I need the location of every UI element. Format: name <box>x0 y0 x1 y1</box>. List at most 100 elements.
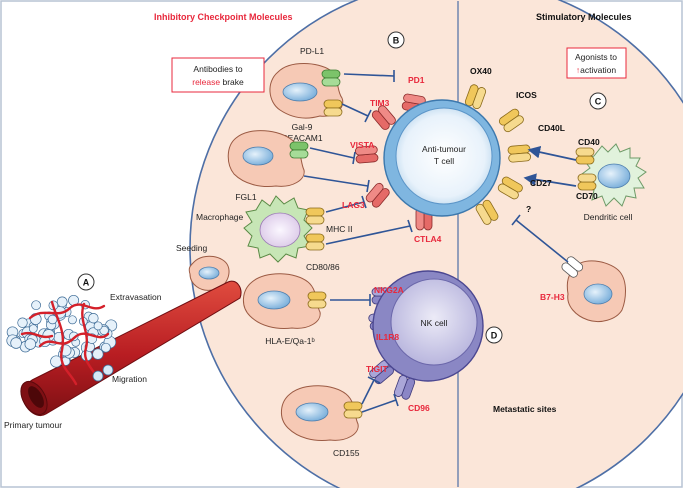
tumour-cell-b7h3 <box>561 256 626 323</box>
tumour-cell-dot <box>10 337 22 349</box>
tumour-cell-cd155 <box>281 385 363 441</box>
tumour-cell-fgl1 <box>227 130 309 187</box>
blood-vessel <box>20 280 242 416</box>
primary-tumour-label: Primary tumour <box>4 420 62 430</box>
tumour-cell-dot <box>47 314 58 325</box>
tumour-cell-dot <box>93 321 103 331</box>
pdl1-label: PD-L1 <box>300 46 324 56</box>
tumour-cell-pdl1 <box>269 63 344 119</box>
macrophage-cell <box>243 195 325 263</box>
anti-tumour-t-cell: Anti-tumour T cell <box>383 99 501 217</box>
panel-b-badge: B <box>387 31 405 49</box>
cd27-receptor <box>497 176 523 200</box>
gal9-label: Gal-9 <box>292 122 313 132</box>
panel-a-badge: A <box>77 273 95 291</box>
ceacam1-label: CEACAM1 <box>281 133 322 143</box>
tumour-blood-vessel <box>28 303 106 320</box>
dendritic-label: Dendritic cell <box>584 212 633 222</box>
tumour-cell-dot <box>56 296 68 308</box>
macrophage-label: Macrophage <box>196 212 244 222</box>
tumour-cell-hlae <box>243 273 327 329</box>
ox40-label: OX40 <box>470 66 492 76</box>
svg-text:release brake: release brake <box>192 77 244 87</box>
cd27-label: CD27 <box>530 178 552 188</box>
nucleus-icon <box>597 163 631 189</box>
inhibitory-header: Inhibitory Checkpoint Molecules <box>154 12 293 22</box>
tumour-cell-dot <box>88 313 99 324</box>
nucleus-icon <box>198 266 220 280</box>
microenvironment-circle <box>189 0 683 493</box>
vista-receptor <box>354 145 379 164</box>
cd40l-label: CD40L <box>538 123 565 133</box>
tumour-blood-vessel <box>50 300 78 386</box>
tumour-cell-dot <box>92 348 104 360</box>
unknown-receptor-label: ? <box>526 204 531 214</box>
tim3-label: TIM3 <box>370 98 390 108</box>
activation-arrows <box>523 145 577 187</box>
lag3-receptor <box>365 182 390 208</box>
b7h3-label: B7-H3 <box>540 292 565 302</box>
svg-text:B: B <box>393 36 400 46</box>
tumour-blood-vessel <box>81 302 98 378</box>
tumour-cell-dot <box>99 325 109 336</box>
cd40-label: CD40 <box>578 137 600 147</box>
dendritic-cell <box>575 143 647 207</box>
inhibition-lines <box>303 70 569 413</box>
tumour-cell-dot <box>67 315 77 325</box>
hlae-label: HLA-E/Qa-1ᵇ <box>265 336 315 346</box>
nucleus-icon <box>242 146 274 166</box>
cd8086-label: CD80/86 <box>306 262 340 272</box>
tigit-label: TIGIT <box>366 364 389 374</box>
nucleus-icon <box>282 82 318 102</box>
t-cell-label-1: Anti-tumour <box>422 144 466 154</box>
cd96-receptor <box>393 374 416 400</box>
vista-label: VISTA <box>350 140 374 150</box>
nk-cell-label: NK cell <box>421 318 448 328</box>
panel-c-badge: C <box>589 92 607 110</box>
t-cell-label-2: T cell <box>434 156 454 166</box>
mhc2-label: MHC II <box>326 224 352 234</box>
fgl1-label: FGL1 <box>235 192 257 202</box>
tumour-blood-vessel <box>20 331 54 339</box>
il1r8-label: IL1R8 <box>376 332 399 342</box>
nk-cell: NK cell <box>372 270 484 382</box>
b7h3-receptor-unknown <box>475 199 499 225</box>
cd40l-receptor <box>507 144 532 163</box>
svg-text:C: C <box>595 97 602 107</box>
cd70-label: CD70 <box>576 191 598 201</box>
migration-label: Migration <box>112 374 147 384</box>
nucleus-icon <box>295 402 329 422</box>
ctla4-label: CTLA4 <box>414 234 442 244</box>
tim3-receptor <box>371 105 396 130</box>
extravasation-label: Extravasation <box>110 292 162 302</box>
nucleus-icon <box>583 283 613 305</box>
tumour-cell-dot <box>17 317 28 328</box>
svg-text:D: D <box>491 331 498 341</box>
metastatic-sites-label: Metastatic sites <box>493 404 557 414</box>
svg-text:↑activation: ↑activation <box>576 65 616 75</box>
panel-d-badge: D <box>485 326 503 344</box>
stimulatory-header: Stimulatory Molecules <box>536 12 632 22</box>
nkg2a-label: NKG2A <box>374 285 404 295</box>
tumour-cell-dot <box>101 342 111 353</box>
seeding-label: Seeding <box>176 243 207 253</box>
migrating-tumour-cell <box>92 364 114 382</box>
agonists-box: Agonists to ↑activation <box>566 47 627 79</box>
cd96-label: CD96 <box>408 403 430 413</box>
svg-text:Agonists to: Agonists to <box>575 52 617 62</box>
seeding-tumour-cell <box>188 255 230 291</box>
tumour-blood-vessel <box>38 332 110 348</box>
pd1-label: PD1 <box>408 75 425 85</box>
icos-label: ICOS <box>516 90 537 100</box>
nucleus-icon <box>257 290 291 310</box>
tumour-cell-dot <box>24 338 37 350</box>
lag3-label: LAG3 <box>342 200 365 210</box>
cd155-label: CD155 <box>333 448 360 458</box>
tumour-cell-dot <box>28 324 38 334</box>
primary-tumour-cluster <box>6 294 118 386</box>
antibodies-box: Antibodies to release brake <box>171 57 265 93</box>
svg-text:Antibodies to: Antibodies to <box>193 64 242 74</box>
svg-text:A: A <box>83 278 90 288</box>
